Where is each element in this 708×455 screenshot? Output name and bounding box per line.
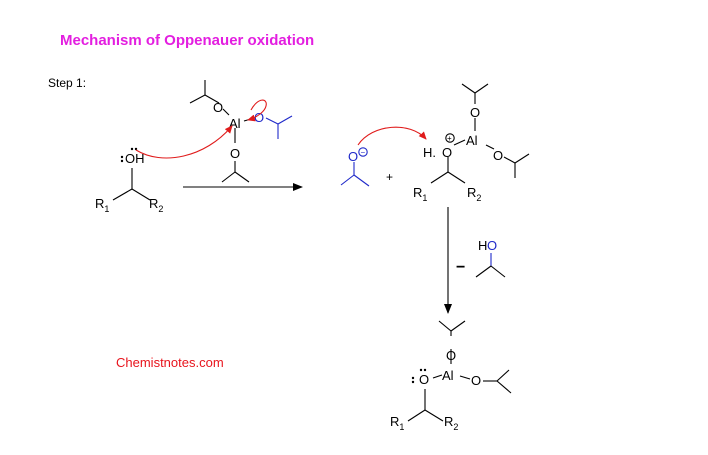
complex-r1: R1 (413, 185, 427, 203)
product-o-right: O (471, 373, 481, 388)
complex-plus-charge: + (447, 134, 452, 143)
anion-charge: − (361, 148, 366, 157)
alcohol-reactant (112, 168, 151, 201)
complex-o-right: O (493, 148, 503, 163)
complex-r2: R2 (467, 185, 481, 203)
aluminium-isopropoxide (189, 80, 252, 183)
product-o-left: O (419, 372, 429, 387)
alip-al: Al (229, 116, 241, 131)
curved-arrow-oh-to-al (135, 125, 233, 159)
product-o-top: O (446, 348, 456, 363)
watermark: Chemistnotes.com (116, 355, 224, 370)
isopropanol-loss: H O (475, 238, 506, 278)
aluminium-alkoxide-product (407, 320, 512, 422)
complex-h: H. (423, 145, 436, 160)
ipa-o: O (487, 238, 497, 253)
minus-sign: − (456, 259, 465, 276)
alip-o-blue: O (254, 110, 264, 125)
plus-sign: + (386, 170, 393, 184)
step-label: Step 1: (48, 76, 87, 90)
diagram-title: Mechanism of Oppenauer oxidation (60, 32, 315, 49)
ipa-h: H (478, 238, 487, 253)
product-r2: R2 (444, 414, 458, 432)
product-r1: R1 (390, 414, 404, 432)
alcohol-r2: R2 (149, 196, 163, 214)
complex-o-top: O (470, 105, 480, 120)
curved-arrow-al-o-cleave (247, 99, 267, 122)
complex-al: Al (466, 133, 478, 148)
isopropoxide-anion: O − (340, 147, 370, 187)
anion-o: O (348, 149, 358, 164)
complex-o: O (442, 145, 452, 160)
alcohol-r1: R1 (95, 196, 109, 214)
product-al: Al (442, 368, 454, 383)
oxonium-complex (430, 83, 530, 184)
curved-arrow-anion-to-h (357, 126, 427, 146)
alcohol-oh-label: OH (125, 151, 145, 166)
alip-o-top: O (213, 100, 223, 115)
alip-o-bottom: O (230, 146, 240, 161)
